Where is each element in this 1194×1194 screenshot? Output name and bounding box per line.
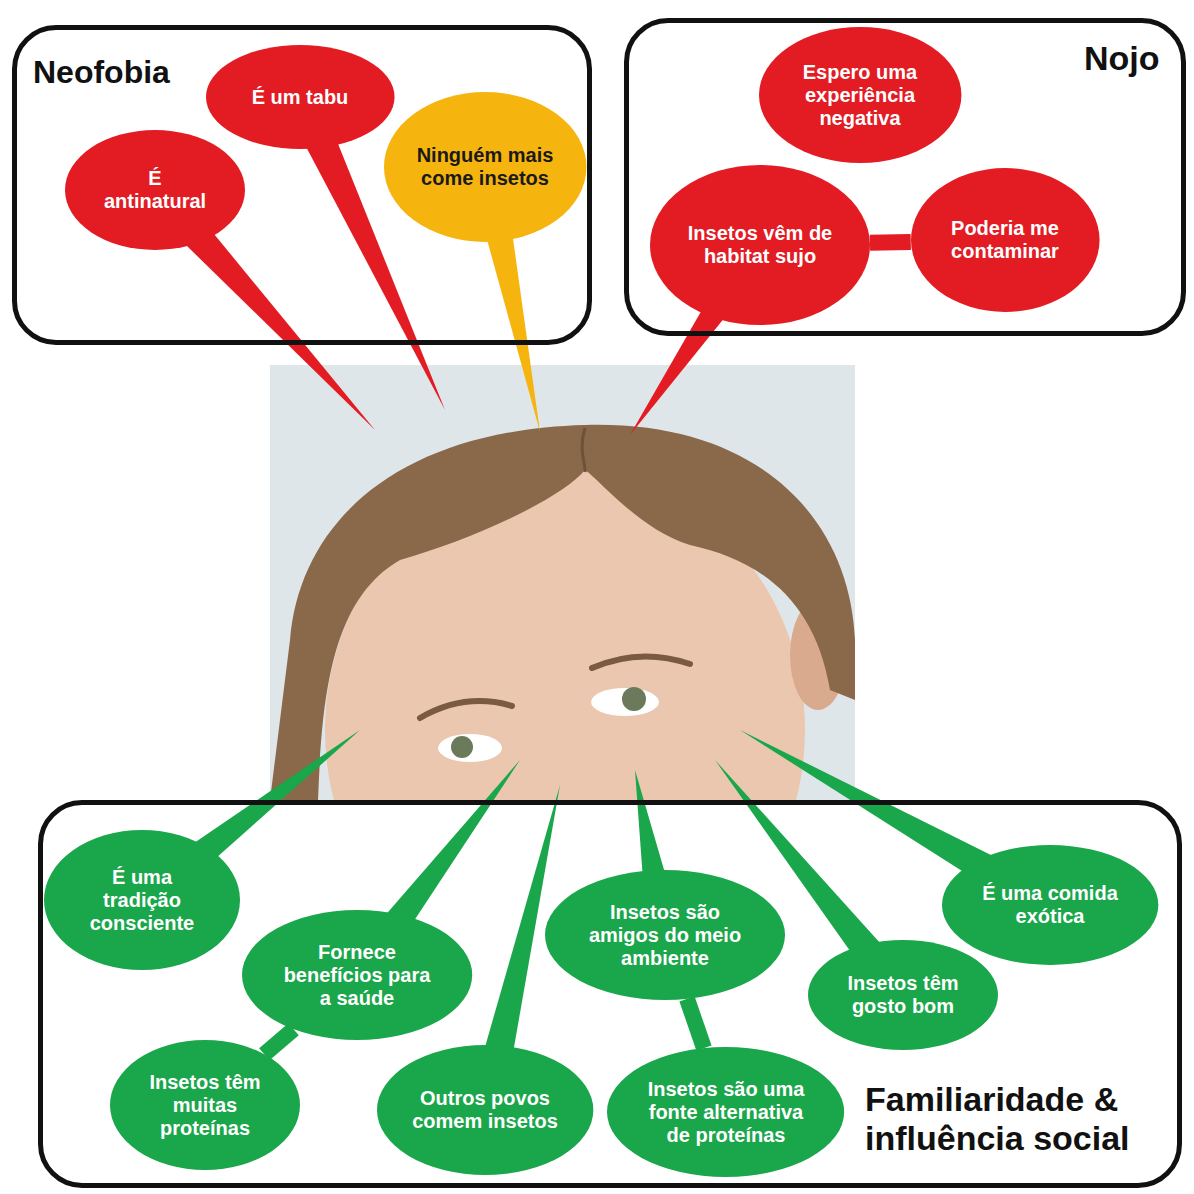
category-box: Neofobia É antinatural É um tabuNinguém ma… bbox=[12, 25, 592, 345]
hair-parting bbox=[582, 428, 585, 472]
bubble-text: É uma comida exótica bbox=[975, 882, 1125, 928]
speech-bubble: É uma tradição consciente bbox=[44, 830, 240, 970]
iris bbox=[451, 736, 473, 758]
bubble-text: Insetos vêm de habitat sujo bbox=[685, 222, 835, 268]
speech-bubble: Espero uma experiência negativa bbox=[759, 27, 961, 163]
eyebrow bbox=[420, 701, 512, 718]
speech-bubble: Fornece benefícios para a saúde bbox=[242, 910, 472, 1040]
iris bbox=[622, 687, 646, 711]
speech-bubble: Insetos vêm de habitat sujo bbox=[650, 165, 870, 325]
bubble-ellipse bbox=[65, 130, 245, 250]
bubble-link bbox=[264, 1029, 293, 1054]
bubble-text: É uma tradição consciente bbox=[82, 866, 202, 935]
bubble-link bbox=[870, 234, 911, 251]
bubble-text: Outros povos comem insetos bbox=[410, 1087, 560, 1133]
portrait-photo bbox=[270, 365, 855, 800]
bubble-ellipse bbox=[942, 845, 1158, 965]
category-box: NojoEspero uma experiência negativaInset… bbox=[624, 18, 1186, 336]
bubble-ellipse bbox=[759, 27, 961, 163]
bubble-text: É antinatural bbox=[95, 167, 215, 213]
bubble-ellipse bbox=[206, 45, 395, 149]
speech-bubble: Outros povos comem insetos bbox=[377, 1045, 593, 1175]
bubble-ellipse bbox=[808, 940, 998, 1050]
eye bbox=[591, 688, 659, 716]
bubble-ellipse bbox=[110, 1040, 300, 1170]
speech-bubble: É antinatural bbox=[65, 130, 245, 250]
bubble-text: Insetos são uma fonte alternativa de pro… bbox=[643, 1078, 808, 1147]
bubble-ellipse bbox=[377, 1045, 593, 1175]
bubble-text: Poderia me contaminar bbox=[940, 217, 1070, 263]
bubble-text: Fornece benefícios para a saúde bbox=[277, 941, 437, 1010]
category-box: Familiaridade & influência social É uma t… bbox=[38, 800, 1182, 1188]
bubble-text: Ninguém mais come insetos bbox=[415, 144, 555, 190]
bubble-text: Insetos são amigos do meio ambiente bbox=[583, 901, 748, 970]
category-title: Neofobia bbox=[33, 54, 233, 91]
bubble-text: É um tabu bbox=[235, 86, 365, 109]
bubble-ellipse bbox=[242, 910, 472, 1040]
bubble-ellipse bbox=[911, 168, 1100, 312]
bubble-text: Insetos têm muitas proteínas bbox=[140, 1071, 270, 1140]
speech-bubble: Ninguém mais come insetos bbox=[384, 92, 586, 242]
bubble-ellipse bbox=[545, 870, 785, 1000]
speech-bubble: Insetos têm gosto bom bbox=[808, 940, 998, 1050]
bubble-text: Espero uma experiência negativa bbox=[790, 61, 930, 130]
speech-bubble: Insetos são uma fonte alternativa de pro… bbox=[607, 1047, 844, 1177]
speech-bubble: É uma comida exótica bbox=[942, 845, 1158, 965]
speech-bubble: Insetos têm muitas proteínas bbox=[110, 1040, 300, 1170]
category-title: Familiaridade & influência social bbox=[865, 1080, 1175, 1158]
speech-bubble: É um tabu bbox=[206, 45, 395, 149]
bubble-ellipse bbox=[384, 92, 586, 242]
bubble-text: Insetos têm gosto bom bbox=[838, 972, 968, 1018]
bubble-ellipse bbox=[44, 830, 240, 970]
bubble-link bbox=[687, 999, 704, 1048]
bubble-ellipse bbox=[650, 165, 870, 325]
eye bbox=[438, 734, 502, 762]
bubble-ellipse bbox=[607, 1047, 844, 1177]
speech-bubble: Poderia me contaminar bbox=[911, 168, 1100, 312]
speech-bubble: Insetos são amigos do meio ambiente bbox=[545, 870, 785, 1000]
category-title: Nojo bbox=[1084, 39, 1179, 78]
eyebrow bbox=[592, 656, 690, 668]
